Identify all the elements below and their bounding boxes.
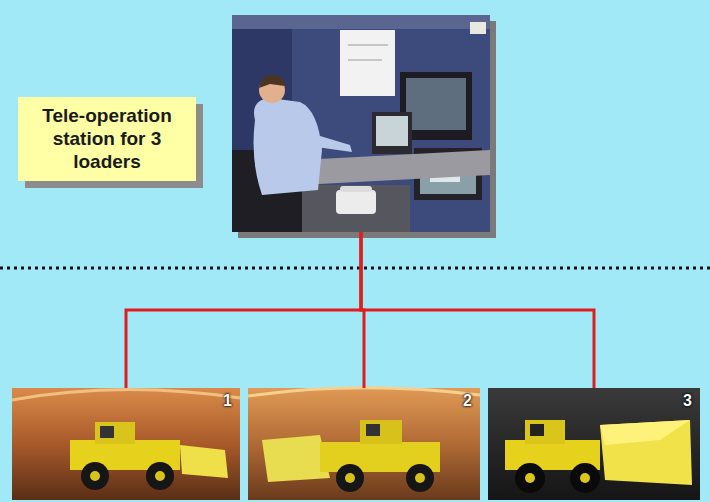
connector-line <box>126 232 361 388</box>
station-label: Tele-operation station for 3 loaders <box>18 97 196 181</box>
station-photo-node: Tele-operation station for 3 loaders <box>232 15 490 232</box>
callout-number: 1 <box>223 393 232 409</box>
text-anchor: 2 <box>463 393 472 409</box>
connector-line <box>361 232 594 388</box>
text-anchor: Tele-operation station for 3 loaders <box>18 97 196 181</box>
station-photo <box>232 15 496 238</box>
loader-photo <box>488 388 700 500</box>
loader-photo <box>12 388 240 500</box>
loader-photo-node: 3 <box>488 388 700 500</box>
dotted-separator <box>0 267 710 270</box>
loader-photo-node: 1 <box>12 388 240 500</box>
loader-photo <box>248 388 480 500</box>
loader-photo-node: 2 <box>248 388 480 500</box>
text-anchor: 3 <box>683 393 692 409</box>
callout-number: 2 <box>463 393 472 409</box>
callout-number: 3 <box>683 393 692 409</box>
text-anchor: 1 <box>223 393 232 409</box>
